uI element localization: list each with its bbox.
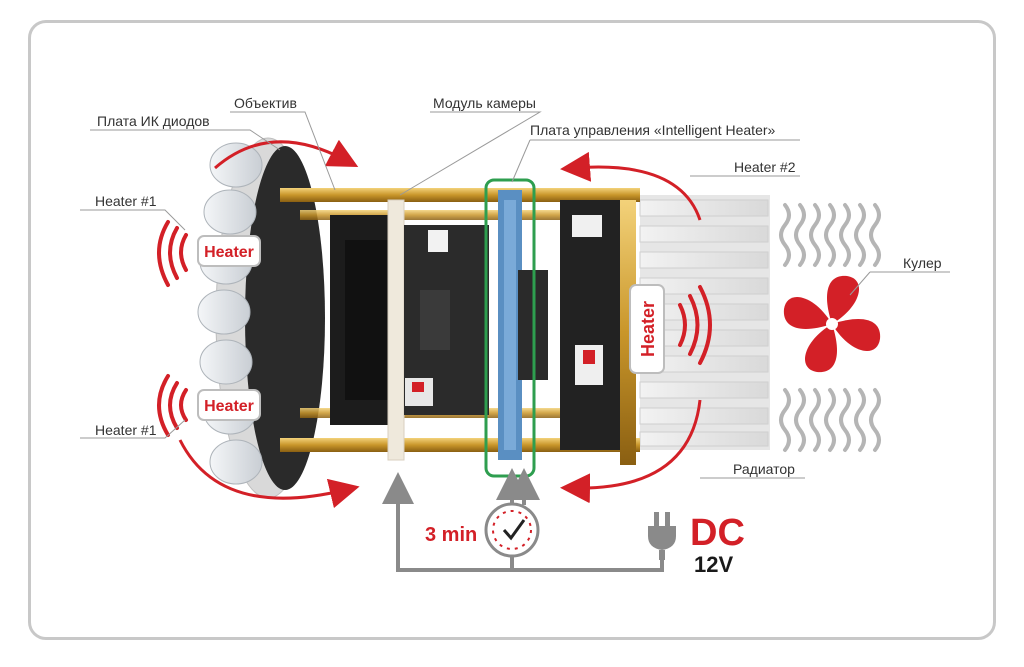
diagram-frame bbox=[28, 20, 996, 640]
label-lens: Объектив bbox=[234, 95, 297, 111]
radiator bbox=[639, 195, 770, 450]
heater-badge-bottom: Heater bbox=[197, 389, 261, 421]
label-cooler: Кулер bbox=[903, 255, 942, 271]
power-type-label: DC bbox=[690, 512, 745, 554]
power-voltage-label: 12V bbox=[694, 552, 733, 577]
heat-waves bbox=[157, 220, 712, 437]
fan-icon bbox=[783, 275, 881, 373]
power-connectors bbox=[382, 468, 664, 572]
plug-icon bbox=[648, 512, 676, 560]
timer-label: 3 min bbox=[425, 524, 477, 546]
timer-icon bbox=[484, 502, 540, 558]
heater-badge-bottom-label: Heater bbox=[204, 398, 254, 415]
heater-badge-right: Heater bbox=[629, 284, 665, 374]
heat-flow-arrows bbox=[178, 139, 702, 509]
heater-badge-top: Heater bbox=[197, 235, 261, 267]
label-heater-1-bottom: Heater #1 bbox=[95, 422, 157, 438]
airflow-waves bbox=[779, 203, 881, 452]
heater-badge-right-label: Heater bbox=[638, 301, 658, 357]
leader-lines bbox=[80, 111, 950, 479]
label-camera-module: Модуль камеры bbox=[433, 95, 536, 111]
heater-badge-top-label: Heater bbox=[204, 244, 254, 261]
rear-board bbox=[560, 200, 636, 465]
label-heater-2: Heater #2 bbox=[734, 159, 796, 175]
label-ir-board: Плата ИК диодов bbox=[97, 113, 210, 129]
camera-module bbox=[330, 199, 489, 461]
label-control-board: Плата управления «Intelligent Heater» bbox=[530, 122, 776, 138]
control-board bbox=[484, 178, 548, 478]
label-radiator: Радиатор bbox=[733, 461, 795, 477]
label-heater-1-top: Heater #1 bbox=[95, 193, 157, 209]
